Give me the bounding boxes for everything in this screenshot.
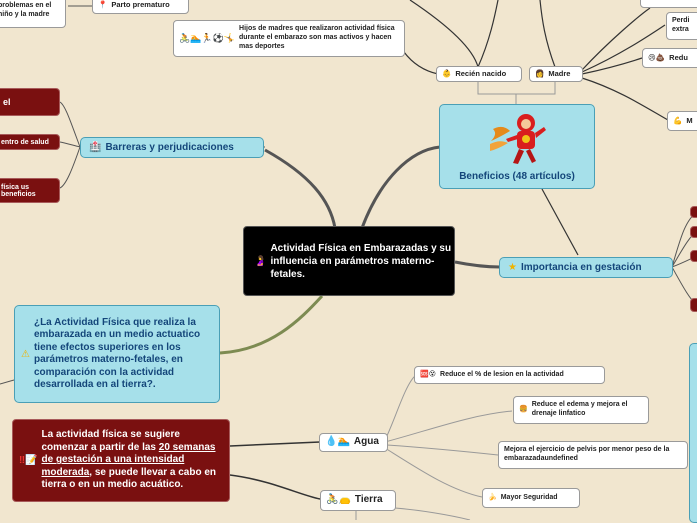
pelvis-node[interactable]: Mejora el ejercicio de pelvis por menor … [498,441,688,469]
tierra-node[interactable]: 🚴👝 Tierra [320,490,396,511]
central-title: Actividad Física en Embarazadas y su inf… [270,242,452,280]
tierra-label: Tierra [354,494,383,506]
bike-bag-icon: 🚴👝 [326,494,351,506]
parto-prematuro-label: Parto prematuro [111,0,170,10]
face-icons: 😢💩 [648,53,666,63]
importancia-node[interactable]: ★ Importancia en gestación [499,257,673,278]
right-edge-panel[interactable] [689,343,697,523]
mas-label: M [686,116,693,126]
warning-icon: ⚠ [21,348,30,360]
pregnant-woman-icon: 🤰 [254,255,267,267]
right-stub-1[interactable] [690,206,697,218]
star-icon: ★ [508,262,517,273]
problemas-node[interactable]: problemas en el niño y la madre [0,0,66,28]
el-label: el [3,97,11,107]
centro-salud-node[interactable]: entro de salud [0,134,60,150]
problemas-label: problemas en el niño y la madre [0,2,52,18]
banana-icon: 🍌 [488,493,497,501]
question-label: ¿La Actividad Física que realiza la emba… [33,316,201,391]
recien-nacido-label: Recién nacido [455,69,507,79]
recommendation-link[interactable]: 20 semanas de gestación a una intensidad… [41,441,216,478]
injury-icons: 🆘😵 [420,370,437,378]
recommendation-part1: La actividad física se sugiere comenzar … [41,429,180,453]
exclamation-memo-icon: ‼📝 [19,455,38,466]
edema-label: Reduce el edema y mejora el drenaje linf… [531,401,628,417]
seguridad-node[interactable]: 🍌 Mayor Seguridad [482,488,580,508]
mas-node[interactable]: 💪 M [667,111,697,131]
water-swim-icon: 💧🏊 [325,436,350,448]
el-node[interactable]: el [0,88,60,116]
parto-prematuro-node[interactable]: 📍 Parto prematuro [92,0,189,14]
sports-icons: 🚴🏊🏃⚽🤸 [179,32,236,43]
question-node[interactable]: ⚠ ¿La Actividad Física que realiza la em… [14,305,220,403]
madre-label: Madre [548,69,571,79]
central-topic[interactable]: 🤰 Actividad Física en Embarazadas y su i… [243,226,455,296]
beneficios-node[interactable]: Beneficios (48 artículos) [439,104,595,189]
barreras-node[interactable]: 🏥 Barreras y perjudicaciones [80,137,264,158]
hijos-node[interactable]: 🚴🏊🏃⚽🤸 Hijos de madres que realizaron act… [173,20,405,57]
perdida-label: Perdi extra [672,17,690,33]
recommendation-text: La actividad física se sugiere comenzar … [42,429,224,492]
pelvis-label: Mejora el ejercicio de pelvis por menor … [504,446,670,462]
reduce-node[interactable]: 😢💩 Redu [642,48,697,68]
fisica-beneficios-label: física us beneficios [1,183,36,198]
agua-node[interactable]: 💧🏊 Agua [319,433,388,452]
recommendation-node[interactable]: ‼📝 La actividad física se sugiere comenz… [12,419,230,502]
lesion-label: Reduce el % de lesion en la actividad [440,370,564,378]
perdida-node[interactable]: Perdi extra [666,12,697,40]
beneficios-label: Beneficios (48 artículos) [459,171,575,182]
baby-icon: 👶 [442,69,452,79]
recommendation-part2: , se puede llevar a cabo en tierra o en … [41,466,217,491]
right-stub-2[interactable] [690,226,697,238]
muscle-icon: 💪 [673,116,683,126]
hijos-label: Hijos de madres que realizaron actividad… [239,25,395,50]
lesion-node[interactable]: 🆘😵 Reduce el % de lesion en la actividad [414,366,605,384]
madre-node[interactable]: 👩 Madre [529,66,583,82]
hospital-icon: 🏥 [89,142,102,153]
centro-salud-label: entro de salud [1,138,49,146]
right-stub-3[interactable] [690,250,697,262]
reduce-label: Redu [669,53,688,63]
seguridad-label: Mayor Seguridad [500,493,558,501]
right-stub-4[interactable] [690,298,697,312]
recien-nacido-node[interactable]: 👶 Recién nacido [436,66,522,82]
barreras-label: Barreras y perjudicaciones [105,142,234,153]
importancia-label: Importancia en gestación [520,262,642,273]
edema-node[interactable]: 🍔 Reduce el edema y mejora el drenaje li… [513,396,649,424]
superhero-icon [490,114,546,164]
right-top-node[interactable] [640,0,697,8]
agua-label: Agua [353,436,379,448]
hamburger-icon: 🍔 [519,405,528,413]
pin-icon: 📍 [98,0,108,10]
fisica-beneficios-node[interactable]: física us beneficios [0,178,60,203]
woman-icon: 👩 [535,69,545,79]
